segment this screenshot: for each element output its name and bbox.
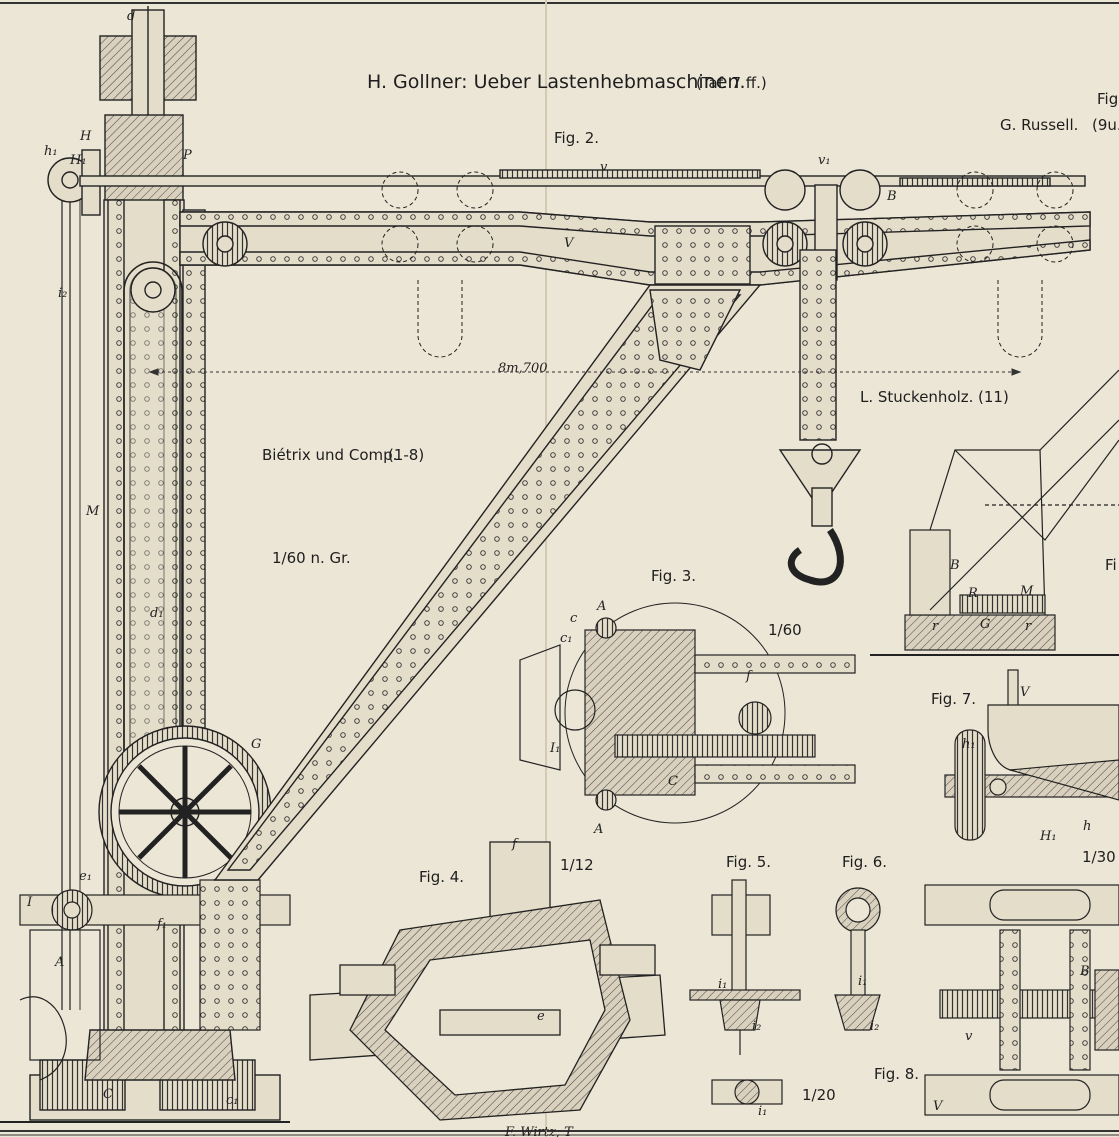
fig3-drawing bbox=[519, 602, 856, 824]
fig8-label: Fig. 8. bbox=[874, 1065, 919, 1083]
letter-c1: c₁ bbox=[226, 1093, 239, 1108]
fig3-scale: 1/60 bbox=[768, 621, 802, 639]
russell-ref: (9u.1 bbox=[1092, 116, 1119, 134]
part-letters: d h₁ H H₁ P i₂ M d₁ G e₁ I f₁ A C c₁ v v… bbox=[26, 9, 1091, 1119]
letter-G6: G bbox=[980, 617, 990, 632]
letter-V8: V bbox=[933, 1099, 944, 1114]
fig5-6-drawing bbox=[689, 879, 881, 1105]
stuckenholz-ref: (11) bbox=[978, 388, 1009, 406]
bietrix-credit: Biétrix und Comp. bbox=[262, 446, 397, 464]
printer-credit: F. Wirtz, T bbox=[504, 1125, 574, 1137]
letter-h17: h₁ bbox=[962, 737, 976, 752]
letter-C3: C bbox=[668, 774, 678, 789]
letter-I: I bbox=[26, 895, 33, 910]
letter-H1: H₁ bbox=[69, 153, 87, 168]
letter-I1: I₁ bbox=[549, 741, 560, 756]
letter-G: G bbox=[251, 737, 261, 752]
letter-e1: e₁ bbox=[79, 869, 92, 884]
letter-i2b: i₂ bbox=[752, 1019, 761, 1034]
letter-r6b: r bbox=[1025, 619, 1032, 634]
letter-f3: f bbox=[745, 669, 753, 684]
letter-B: B bbox=[886, 189, 897, 204]
fig-right-cut-label: Fi bbox=[1105, 556, 1117, 574]
letter-M: M bbox=[85, 504, 100, 519]
fig2-label: Fig. 2. bbox=[554, 129, 599, 147]
fig8-drawing bbox=[924, 884, 1119, 1116]
letter-H: H bbox=[79, 129, 92, 144]
fig4-drawing bbox=[309, 841, 666, 1121]
fig-top-right-label: Fig bbox=[1097, 90, 1118, 108]
fig-right-crane bbox=[870, 369, 1119, 656]
dimension-line bbox=[148, 368, 1022, 376]
main-gear bbox=[98, 725, 272, 899]
fig7-scale: 1/30 n bbox=[1082, 848, 1119, 866]
letter-e4: e bbox=[537, 1009, 545, 1024]
plate-title: H. Gollner: Ueber Lastenhebmaschinen. (T… bbox=[367, 71, 767, 93]
letter-i1: i₁ bbox=[718, 977, 727, 992]
letter-f1: f₁ bbox=[156, 917, 167, 932]
letter-h7: h bbox=[1083, 819, 1091, 834]
letter-d: d bbox=[127, 9, 135, 24]
letter-A3: A bbox=[596, 599, 606, 614]
letter-c: c bbox=[570, 611, 578, 626]
fig4-scale: 1/12 bbox=[560, 856, 594, 874]
letter-i2c: i₂ bbox=[870, 1019, 879, 1034]
fig3-label: Fig. 3. bbox=[651, 567, 696, 585]
fig7-label: Fig. 7. bbox=[931, 690, 976, 708]
letter-A3b: A bbox=[593, 822, 603, 837]
letter-V: V bbox=[564, 236, 575, 251]
letter-R6: R bbox=[967, 586, 978, 601]
fig4-label: Fig. 4. bbox=[419, 868, 464, 886]
letter-d1: d₁ bbox=[150, 606, 164, 621]
crane-column bbox=[0, 6, 290, 1123]
letter-i1b: i₁ bbox=[858, 974, 867, 989]
dimension-label: 8m,700 bbox=[498, 361, 548, 376]
main-scale: 1/60 n. Gr. bbox=[272, 549, 351, 567]
lower-mechanism bbox=[19, 879, 291, 1081]
main-title: H. Gollner: Ueber Lastenhebmaschinen. bbox=[367, 71, 746, 93]
letter-v8: v bbox=[965, 1029, 973, 1044]
letter-V7: V bbox=[1020, 685, 1031, 700]
letter-c1b: c₁ bbox=[560, 631, 573, 646]
stuckenholz-credit: L. Stuckenholz. bbox=[860, 388, 973, 406]
fig7-drawing bbox=[944, 669, 1119, 841]
fig6-label: Fig. 6. bbox=[842, 853, 887, 871]
letter-C: C bbox=[103, 1087, 113, 1102]
letter-v1: v₁ bbox=[818, 153, 831, 168]
letter-H17: H₁ bbox=[1039, 829, 1057, 844]
fig5-label: Fig. 5. bbox=[726, 853, 771, 871]
letter-i2: i₂ bbox=[58, 286, 67, 301]
letter-A: A bbox=[54, 955, 64, 970]
letter-v: v bbox=[600, 160, 608, 175]
fig56-scale: 1/20 bbox=[802, 1086, 836, 1104]
main-title-ref: (Taf. 7 ff.) bbox=[696, 74, 767, 92]
letter-h1: h₁ bbox=[44, 144, 58, 159]
letter-i1c: i₁ bbox=[758, 1104, 767, 1119]
letter-P: P bbox=[182, 148, 192, 163]
letter-M6: M bbox=[1019, 584, 1034, 599]
russell-credit: G. Russell. bbox=[1000, 116, 1078, 134]
letter-f4: f bbox=[511, 837, 519, 852]
letter-B8: B bbox=[1079, 964, 1090, 979]
letter-B6: B bbox=[949, 558, 960, 573]
bietrix-ref: (1-8) bbox=[388, 446, 424, 464]
letter-r6a: r bbox=[932, 619, 939, 634]
crane-jib bbox=[79, 169, 1091, 881]
